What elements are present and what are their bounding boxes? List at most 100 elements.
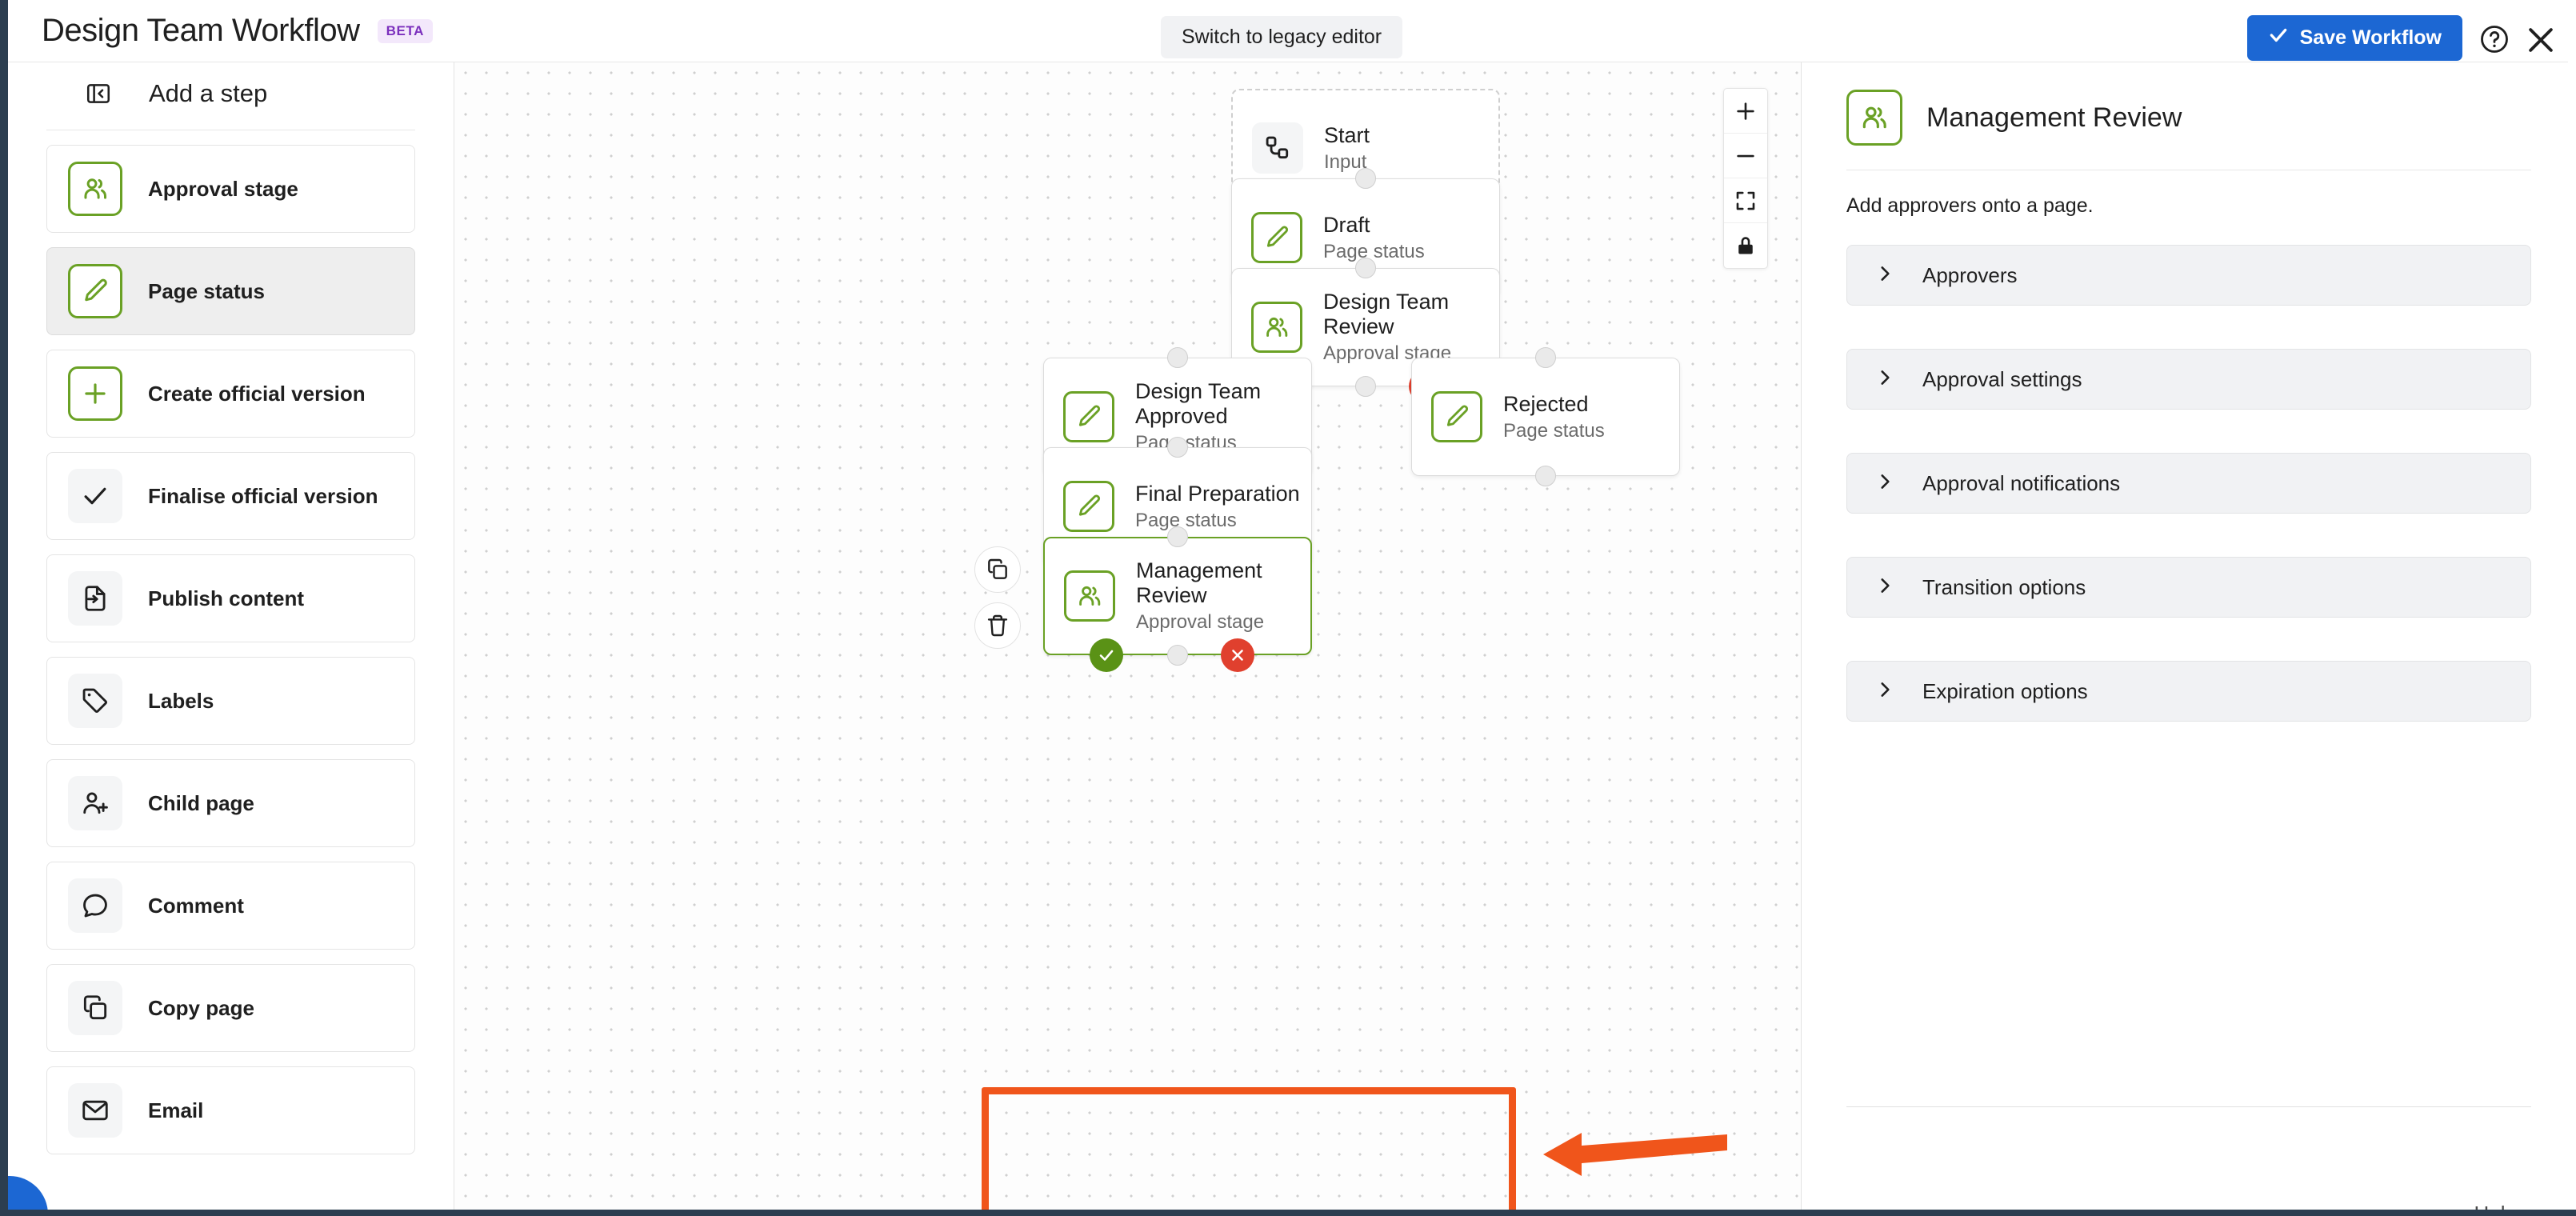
fit-view-icon[interactable] <box>1724 178 1767 223</box>
node-input-port[interactable] <box>1167 526 1188 547</box>
panel-header: Management Review <box>1802 62 2576 146</box>
node-output-port[interactable] <box>1355 376 1376 397</box>
sidebar-step-email[interactable]: Email <box>46 1066 415 1154</box>
delete-node-button[interactable] <box>974 602 1021 649</box>
sidebar-step-labels[interactable]: Labels <box>46 657 415 745</box>
reject-transition-badge[interactable] <box>1221 638 1254 672</box>
node-input-port[interactable] <box>1167 347 1188 368</box>
comment-icon <box>68 878 122 933</box>
sidebar-step-child-page[interactable]: Child page <box>46 759 415 847</box>
node-title: Rejected <box>1503 391 1589 416</box>
sidebar-step-label: Page status <box>148 278 265 303</box>
sidebar-step-label: Approval stage <box>148 176 298 201</box>
switch-to-legacy-editor-button[interactable]: Switch to legacy editor <box>1161 16 1403 58</box>
panel-section-approval-settings[interactable]: Approval settings <box>1846 349 2531 410</box>
panel-footer-divider <box>1846 1106 2531 1107</box>
node-title: Draft <box>1323 212 1370 237</box>
step-config-panel: Management Review Add approvers onto a p… <box>1801 62 2576 1216</box>
sidebar-step-create-official-version[interactable]: Create official version <box>46 350 415 438</box>
people-icon <box>1251 302 1302 353</box>
workflow-title: Design Team Workflow <box>42 13 360 48</box>
sidebar-step-comment[interactable]: Comment <box>46 862 415 950</box>
node-title: Start <box>1324 122 1370 147</box>
node-title: Design Team Approved <box>1135 379 1262 429</box>
node-title: Management Review <box>1136 558 1262 608</box>
approve-transition-badge[interactable] <box>1090 638 1123 672</box>
sidebar-heading: Add a step <box>149 79 268 107</box>
pencil-icon <box>1431 391 1482 442</box>
node-output-port[interactable] <box>1535 466 1556 486</box>
beta-badge: BETA <box>377 18 433 43</box>
zoom-in-icon[interactable] <box>1724 89 1767 134</box>
chevron-right-icon <box>1874 263 1895 288</box>
panel-section-approvers[interactable]: Approvers <box>1846 245 2531 306</box>
sidebar-step-label: Publish content <box>148 586 304 610</box>
person-add-icon <box>68 776 122 830</box>
panel-section-label: Approval settings <box>1922 366 2082 391</box>
workflow-node-icon <box>1252 122 1303 174</box>
check-icon <box>68 469 122 523</box>
pencil-icon <box>1251 212 1302 263</box>
node-title: Design Team Review <box>1323 290 1450 339</box>
people-icon <box>68 162 122 216</box>
node-input-port[interactable] <box>1167 437 1188 458</box>
pencil-icon <box>1063 391 1114 442</box>
sidebar-header: Add a step <box>8 62 454 125</box>
panel-section-label: Expiration options <box>1922 678 2088 703</box>
people-icon <box>1064 570 1115 622</box>
sidebar-step-page-status[interactable]: Page status <box>46 247 415 335</box>
zoom-controls <box>1723 88 1768 269</box>
panel-section-label: Approval notifications <box>1922 470 2121 495</box>
close-icon[interactable] <box>2523 22 2558 58</box>
chevron-right-icon <box>1874 575 1895 600</box>
node-subtitle: Page status <box>1135 509 1237 531</box>
zoom-out-icon[interactable] <box>1724 134 1767 178</box>
panel-collapse-icon[interactable] <box>85 80 112 107</box>
node-input-port[interactable] <box>1355 258 1376 278</box>
sidebar-step-label: Child page <box>148 790 254 815</box>
sidebar-step-finalise-official-version[interactable]: Finalise official version <box>46 452 415 540</box>
save-workflow-button[interactable]: Save Workflow <box>2246 15 2462 61</box>
panel-title: Management Review <box>1926 102 2182 133</box>
check-icon <box>2268 25 2289 51</box>
panel-section-label: Approvers <box>1922 262 2018 287</box>
panel-section-label: Transition options <box>1922 574 2086 599</box>
node-subtitle: Page status <box>1503 419 1605 442</box>
sidebar-step-label: Email <box>148 1098 204 1122</box>
question-circle-icon[interactable] <box>2478 23 2510 55</box>
plus-icon <box>68 366 122 421</box>
panel-section-transition-options[interactable]: Transition options <box>1846 557 2531 618</box>
copy-icon <box>68 981 122 1035</box>
node-output-port[interactable] <box>1167 645 1188 666</box>
node-input-port[interactable] <box>1535 347 1556 368</box>
node-input-port[interactable] <box>1355 168 1376 189</box>
panel-section-expiration-options[interactable]: Expiration options <box>1846 661 2531 722</box>
panel-description: Add approvers onto a page. <box>1846 194 2094 217</box>
annotation-highlight-box <box>982 1087 1516 1216</box>
sidebar-step-copy-page[interactable]: Copy page <box>46 964 415 1052</box>
sidebar-step-label: Comment <box>148 893 244 918</box>
panel-section-approval-notifications[interactable]: Approval notifications <box>1846 453 2531 514</box>
sidebar-step-publish-content[interactable]: Publish content <box>46 554 415 642</box>
save-workflow-label: Save Workflow <box>2299 26 2442 49</box>
chevron-right-icon <box>1874 679 1895 704</box>
lock-icon[interactable] <box>1724 223 1767 268</box>
node-title: Final Preparation <box>1135 481 1300 506</box>
window-bottom-bar <box>8 1210 2576 1216</box>
duplicate-node-button[interactable] <box>974 546 1021 593</box>
sidebar-step-label: Labels <box>148 688 214 713</box>
top-bar: Design Team Workflow BETA Switch to lega… <box>8 0 2568 62</box>
people-icon <box>1846 90 1902 146</box>
sidebar-step-label: Finalise official version <box>148 483 378 508</box>
pencil-icon <box>68 264 122 318</box>
sidebar-step-approval-stage[interactable]: Approval stage <box>46 145 415 233</box>
node-subtitle: Page status <box>1323 240 1425 262</box>
sidebar-step-label: Create official version <box>148 381 366 406</box>
chevron-right-icon <box>1874 367 1895 392</box>
